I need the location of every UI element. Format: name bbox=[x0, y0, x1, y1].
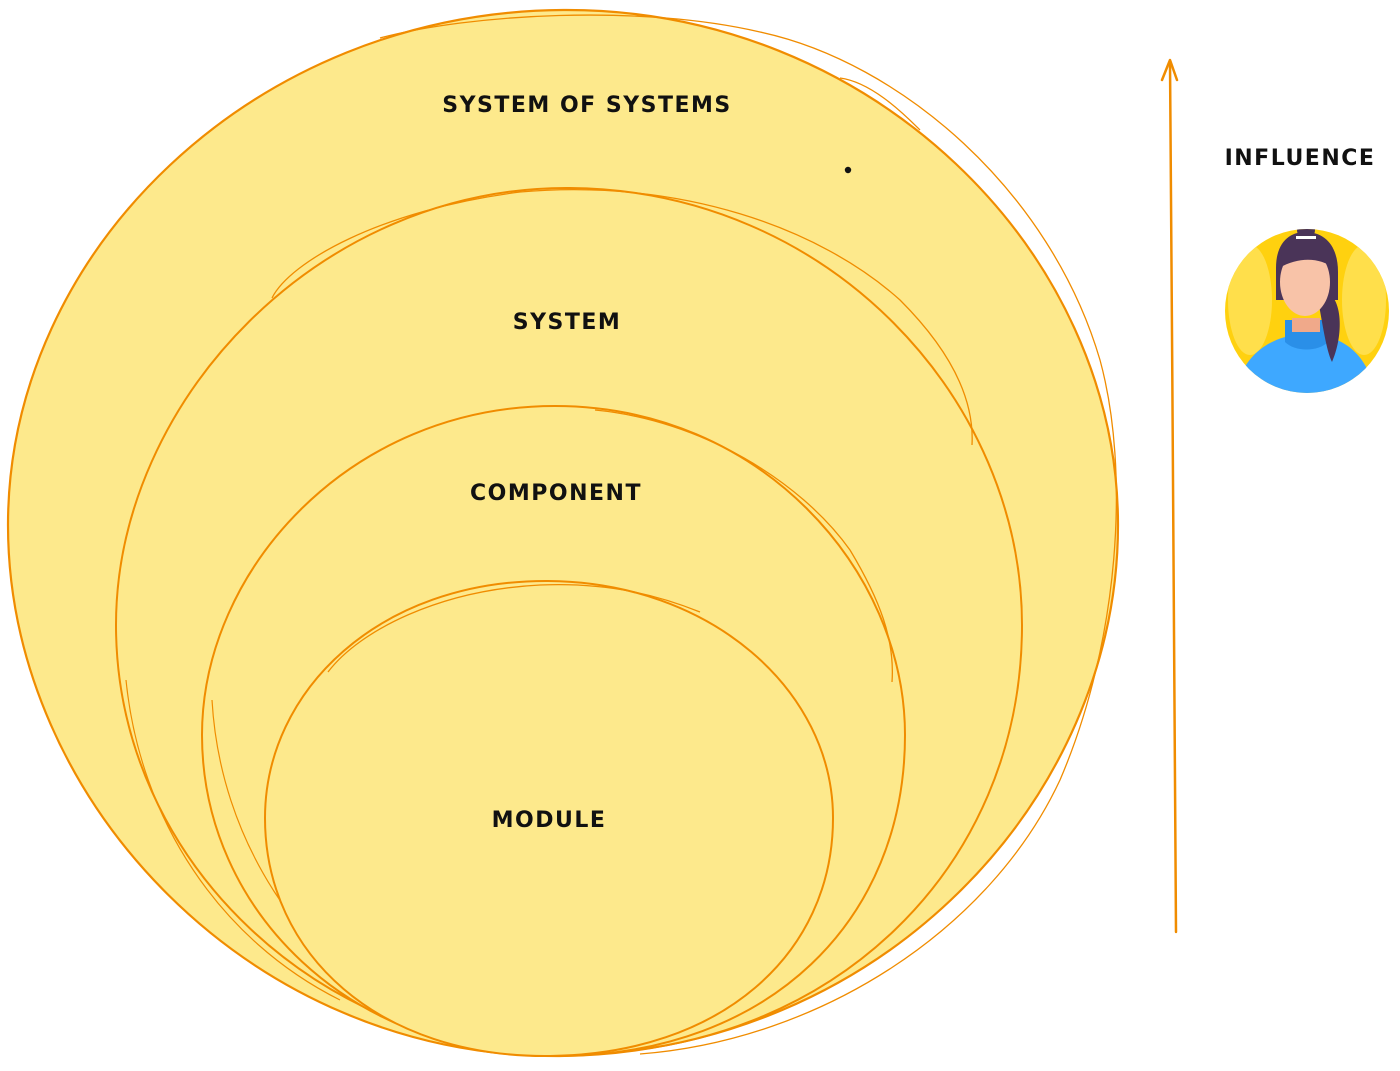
level-module: MODULE bbox=[263, 579, 835, 1058]
module-circle-sketch bbox=[327, 583, 701, 673]
influence-arrow-head bbox=[1160, 58, 1179, 82]
influence-arrow bbox=[1160, 58, 1179, 934]
system-label: SYSTEM bbox=[513, 310, 622, 335]
influence-label: INFLUENCE bbox=[1225, 146, 1376, 171]
system-circle-sketch bbox=[271, 189, 973, 446]
influence-arrow-shaft bbox=[1168, 60, 1178, 934]
component-label: COMPONENT bbox=[470, 481, 642, 506]
module-label: MODULE bbox=[492, 808, 607, 833]
system-circle-sketch-2 bbox=[125, 679, 341, 1001]
dot-marker bbox=[844, 166, 852, 174]
module-circle bbox=[263, 579, 835, 1058]
system-of-systems-circle-sketch-2 bbox=[839, 77, 921, 131]
person-avatar-icon bbox=[1225, 229, 1389, 393]
system-of-systems-label: SYSTEM OF SYSTEMS bbox=[442, 93, 732, 118]
component-circle-sketch bbox=[594, 409, 894, 683]
system-of-systems-circle-sketch bbox=[379, 14, 1117, 1055]
